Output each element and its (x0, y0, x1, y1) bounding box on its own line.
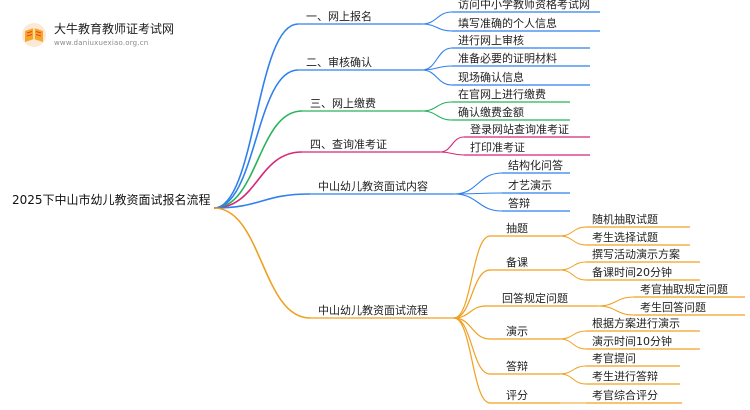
branch-3-child-1-label: 在官网上进行缴费 (458, 87, 546, 101)
branch-6-step-1-label: 抽题 (506, 221, 528, 235)
logo-title: 大牛教育教师证考试网 (54, 22, 175, 36)
branch-4-child-2-label: 打印准考证 (470, 140, 525, 154)
branch-3-child-2-connector (421, 110, 453, 121)
branch-4-child-1-label: 登录网站查询准考证 (470, 122, 569, 136)
branch-6-step-1-item-2-label: 考生选择试题 (592, 230, 658, 244)
branch-6-step-4-item-2-connector (559, 338, 587, 350)
branch-6-step-1-item-2-connector (559, 235, 587, 246)
logo-subtitle: www.daniuxuexiao.org.cn (54, 39, 149, 47)
branch-6-step-2-item-2-connector (559, 269, 587, 281)
branch-5-connector (213, 193, 311, 209)
branch-1-child-1-label: 访问中小学教师资格考试网 (458, 0, 590, 11)
branch-4-child-2-connector (439, 151, 465, 156)
branch-6-step-6-label: 评分 (506, 389, 528, 402)
branch-2-connector (213, 69, 299, 209)
branch-5-child-3-connector (453, 193, 503, 212)
branch-3-child-1-connector (421, 101, 453, 112)
branch-6-step-3-connector (453, 305, 487, 319)
branch-6-step-1-item-1-connector (559, 226, 587, 237)
logo-book-icon (22, 23, 46, 47)
branch-6-connector (213, 207, 311, 319)
branch-2-child-1-label: 进行网上审核 (458, 33, 524, 47)
branch-3-child-2-label: 确认缴费金额 (458, 105, 524, 119)
branch-6-step-2-label: 备课 (506, 255, 528, 269)
branch-5-label: 中山幼儿教资面试内容 (318, 179, 428, 193)
branch-6-step-2-item-2-label: 备课时间20分钟 (592, 265, 672, 279)
branch-6-step-3-item-2-label: 考生回答问题 (640, 300, 706, 314)
branch-6-step-5-label: 答辩 (506, 359, 528, 373)
branch-1-child-2-label: 填写准确的个人信息 (458, 16, 557, 30)
branch-1-child-2-connector (421, 23, 453, 32)
branch-1-label: 一、网上报名 (306, 9, 372, 23)
branch-2-child-2-label: 准备必要的证明材料 (458, 51, 557, 65)
branch-6-step-5-item-2-label: 考生进行答辩 (592, 369, 658, 383)
branch-6-step-4-item-1-label: 根据方案进行演示 (592, 316, 680, 330)
branch-5-child-3-label: 答辩 (508, 196, 530, 210)
branch-1-connector (213, 23, 299, 209)
branch-2-child-2-connector (421, 65, 453, 71)
branch-3-label: 三、网上缴费 (310, 96, 376, 110)
branch-4-label: 四、查询准考证 (310, 137, 387, 151)
branch-5-child-1-label: 结构化问答 (508, 158, 563, 172)
branch-6-step-3-item-1-connector (597, 296, 635, 307)
root-node-label: 2025下中山市幼儿教资面试报名流程 (12, 192, 211, 207)
branch-1-child-1-connector (421, 11, 453, 25)
branch-4-connector (213, 151, 303, 209)
branch-5-child-2-label: 才艺演示 (508, 178, 552, 192)
branch-3-connector (213, 110, 303, 209)
branch-6-step-5-item-1-connector (559, 365, 587, 375)
branch-6-label: 中山幼儿教资面试流程 (318, 303, 428, 317)
site-logo: 大牛教育教师证考试网 www.daniuxuexiao.org.cn (10, 10, 180, 52)
branch-2-child-3-label: 现场确认信息 (458, 70, 524, 84)
branch-2-label: 二、审核确认 (306, 55, 372, 69)
branch-6-step-1-item-1-label: 随机抽取试题 (592, 212, 658, 226)
branch-6-step-5-item-2-connector (559, 373, 587, 385)
branch-6-step-4-label: 演示 (506, 324, 528, 338)
branch-6-step-4-item-2-label: 演示时间10分钟 (592, 334, 672, 348)
branch-5-child-1-connector (453, 172, 503, 195)
branch-6-step-2-item-1-connector (559, 261, 587, 271)
branch-6-step-3-item-1-label: 考官抽取规定问题 (640, 282, 728, 296)
branch-6-step-6-item-1-label: 考官综合评分 (592, 388, 658, 402)
branch-6-step-5-item-1-label: 考官提问 (592, 351, 636, 365)
branch-6-step-6-connector (453, 317, 491, 404)
branch-2-child-3-connector (421, 69, 453, 86)
branch-4-child-1-connector (439, 136, 465, 153)
branch-6-step-5-connector (453, 317, 491, 375)
branch-6-step-3-item-2-connector (597, 305, 635, 316)
branch-6-step-3-label: 回答规定问题 (502, 291, 568, 305)
branch-6-step-2-item-1-label: 撰写活动演示方案 (592, 247, 680, 261)
branch-6-step-1-connector (453, 235, 491, 319)
branch-6-step-2-connector (453, 269, 491, 319)
branch-6-step-4-item-1-connector (559, 330, 587, 340)
